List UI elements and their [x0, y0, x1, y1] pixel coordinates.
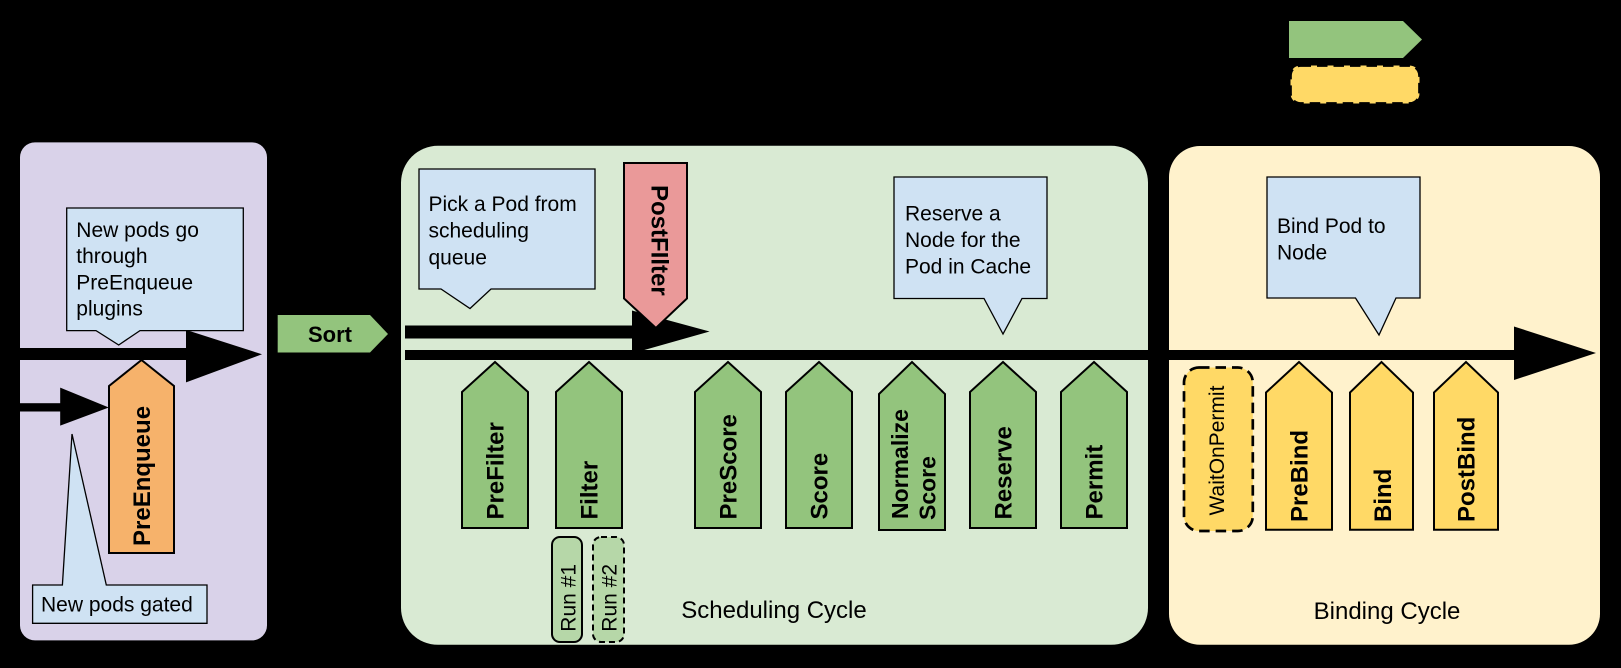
svg-text:PreBind: PreBind — [1287, 430, 1314, 522]
svg-text:queue: queue — [429, 246, 487, 269]
svg-text:Permit: Permit — [1082, 445, 1109, 520]
svg-text:scheduling: scheduling — [429, 220, 529, 243]
svg-text:PreFilter: PreFilter — [483, 422, 510, 519]
svg-text:Normalize: Normalize — [887, 409, 913, 519]
svg-text:Bind: Bind — [1370, 469, 1397, 522]
svg-text:Pick a Pod from: Pick a Pod from — [429, 193, 577, 216]
svg-text:Score: Score — [807, 453, 834, 520]
svg-text:New pods gated: New pods gated — [41, 594, 193, 617]
svg-text:plugins: plugins — [76, 298, 143, 321]
svg-text:Bind Pod to: Bind Pod to — [1277, 215, 1386, 238]
svg-text:PreEnqueue: PreEnqueue — [129, 406, 156, 546]
svg-text:Reserve: Reserve — [991, 426, 1018, 519]
svg-text:Filter: Filter — [577, 461, 604, 520]
svg-text:PreScore: PreScore — [716, 414, 743, 519]
svg-text:WaitOnPermit: WaitOnPermit — [1206, 385, 1229, 515]
svg-text:Run #1: Run #1 — [558, 564, 581, 632]
svg-text:Pod in Cache: Pod in Cache — [905, 256, 1031, 279]
svg-text:PreEnqueue: PreEnqueue — [76, 271, 193, 294]
svg-text:through: through — [76, 245, 147, 268]
svg-text:Node: Node — [1277, 242, 1327, 265]
svg-text:Run #2: Run #2 — [599, 564, 622, 632]
svg-text:Scheduling Cycle: Scheduling Cycle — [681, 597, 866, 624]
svg-text:Binding Cycle: Binding Cycle — [1314, 598, 1461, 625]
svg-text:PostBind: PostBind — [1454, 417, 1481, 522]
svg-text:Reserve a: Reserve a — [905, 203, 1001, 226]
svg-text:New pods go: New pods go — [76, 219, 199, 242]
svg-text:Score: Score — [915, 456, 941, 520]
svg-text:Node for the: Node for the — [905, 229, 1021, 252]
svg-text:Sort: Sort — [308, 322, 353, 347]
svg-text:PostFIlter: PostFIlter — [646, 185, 673, 296]
